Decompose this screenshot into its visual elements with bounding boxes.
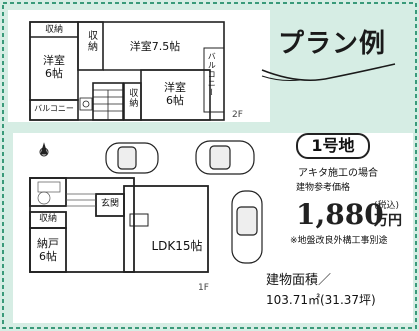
floor2-label: 2F [232,110,243,120]
closet-left-label: 収納 [44,25,63,35]
closet-mid-label: 収納 [127,88,138,108]
price-tax-note: (税込) [374,201,400,211]
western-top-label: 洋室7.5帖 [129,40,181,53]
building-area-label: 建物面積／ [266,273,332,288]
ldk-label: LDK15帖 [151,239,203,253]
western-right-label: 洋室 6帖 [164,81,186,107]
balcony-left-label: バルコニー [34,104,74,113]
western-left-label: 洋室 6帖 [43,54,65,80]
closet-top-label: 収納 [85,30,97,52]
pricing-subheading: 建物参考価格 [295,183,350,193]
closet-1f-label: 収納 [38,214,57,224]
price-value: 1,880 [296,198,384,231]
pricing-heading: アキタ施工の場合 [298,168,378,179]
plan-title: プラン例 [277,29,386,59]
balcony-right-label: バルコニー [207,52,217,97]
entrance-label: 玄関 [100,199,119,209]
compass-icon [39,142,49,157]
price-note: ※地盤改良外構工事別途 [290,236,388,246]
plan-number-badge: 1号地 [296,133,370,159]
price-unit: 万円 [374,213,402,229]
storage-label: 納戸 6帖 [37,237,59,263]
parking-cars [105,140,263,264]
price-block: 1,880 (税込) 万円 [296,198,406,231]
floor1-label: 1F [198,283,209,293]
building-area-value: 103.71㎡(31.37坪) [266,293,376,307]
